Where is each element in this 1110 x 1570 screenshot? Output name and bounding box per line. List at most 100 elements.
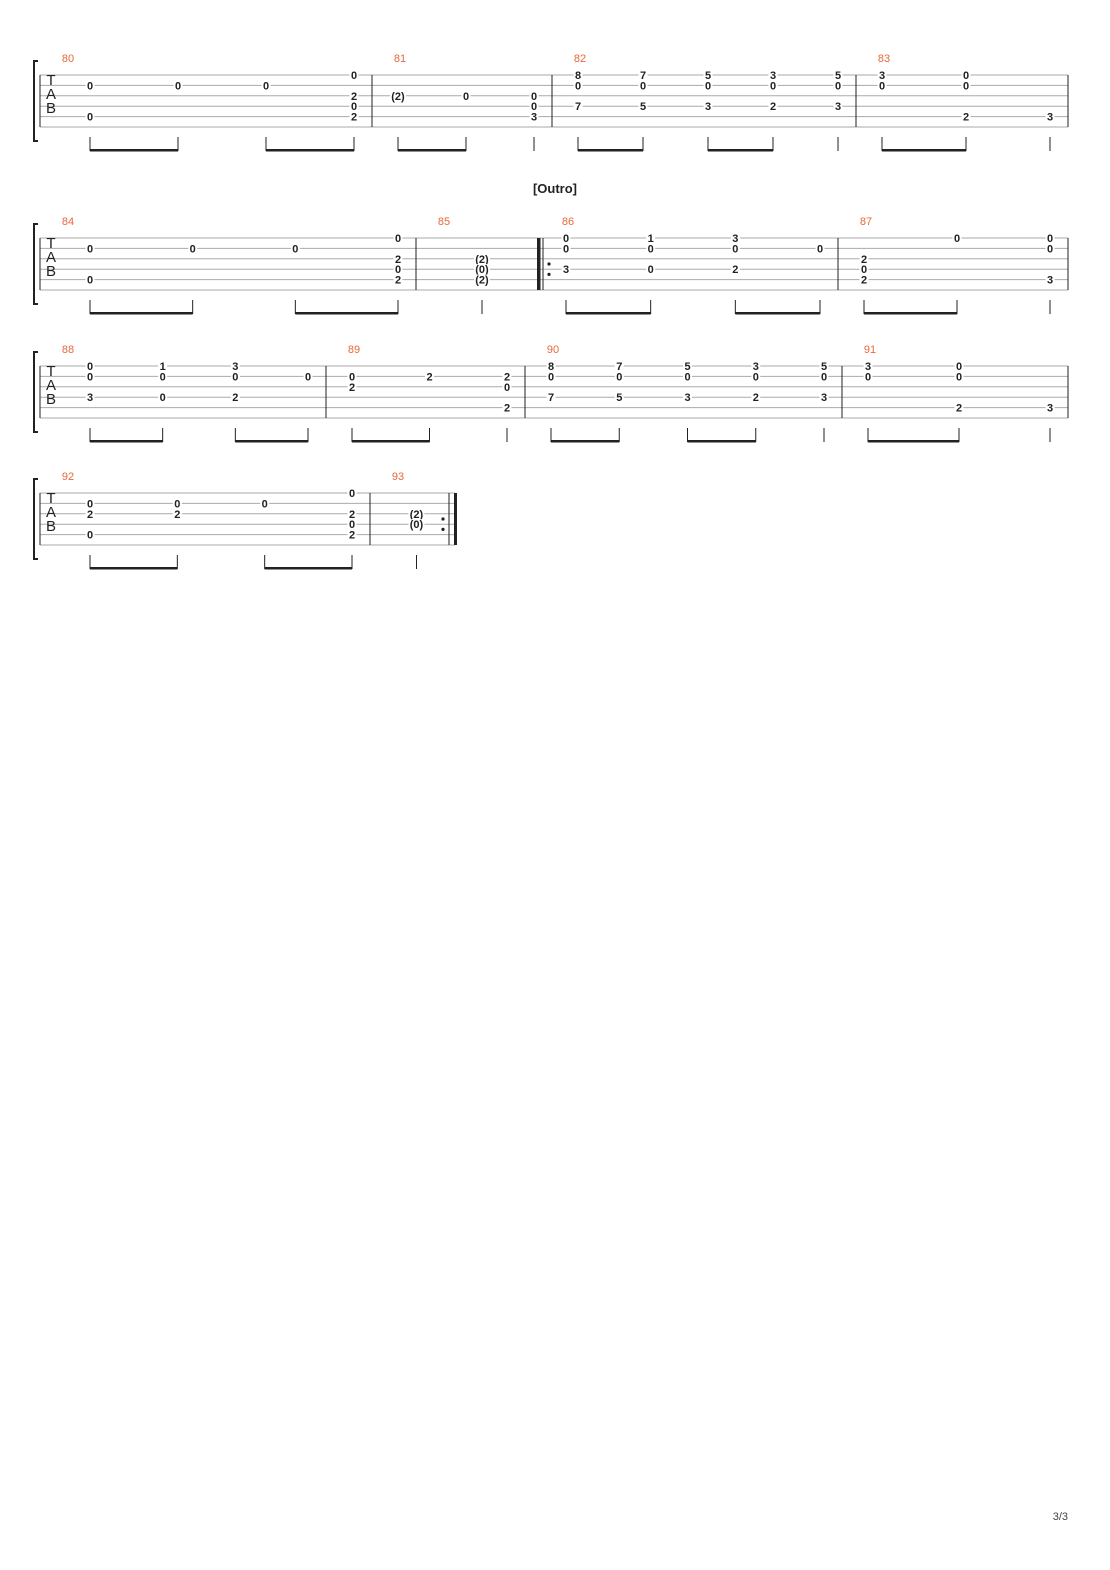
tab-clef-letter: A <box>46 86 56 103</box>
repeat-dot <box>547 272 551 276</box>
fret-number: 0 <box>160 392 166 404</box>
fret-number: 3 <box>1047 403 1053 415</box>
fret-knockout <box>502 371 512 382</box>
fret-knockout <box>573 101 583 112</box>
fret-knockout <box>877 80 887 91</box>
fret-number: (2) <box>475 254 489 266</box>
fret-knockout <box>529 90 539 101</box>
fret-number: (2) <box>391 91 405 103</box>
fret-knockout <box>502 381 512 392</box>
fret-number: 0 <box>575 80 581 92</box>
fret-number: 0 <box>1047 243 1053 255</box>
fret-knockout <box>393 233 403 243</box>
fret-number: 1 <box>648 233 654 245</box>
fret-number: 0 <box>87 371 93 383</box>
fret-number: 0 <box>817 243 823 255</box>
fret-knockout <box>393 274 403 285</box>
fret-knockout <box>859 274 869 285</box>
fret-knockout <box>474 274 490 285</box>
fret-knockout <box>961 70 971 80</box>
fret-number: 0 <box>262 498 268 510</box>
fret-number: 0 <box>1047 233 1053 245</box>
fret-number: 5 <box>616 392 622 404</box>
fret-number: 0 <box>87 112 93 124</box>
fret-number: 2 <box>87 509 93 521</box>
fret-knockout <box>85 361 95 371</box>
repeat-dot <box>441 517 445 521</box>
fret-number: 7 <box>616 361 622 373</box>
fret-number: 2 <box>349 382 355 394</box>
fret-knockout <box>85 498 95 509</box>
fret-knockout <box>1045 274 1055 285</box>
measure-number: 83 <box>878 53 890 65</box>
fret-number: 2 <box>963 112 969 124</box>
system-bracket <box>33 223 38 305</box>
fret-number: 3 <box>879 70 885 82</box>
fret-knockout <box>1045 243 1055 254</box>
fret-number: 3 <box>1047 275 1053 287</box>
tab-clef-letter: A <box>46 249 56 266</box>
fret-knockout <box>85 80 95 91</box>
fret-number: 5 <box>835 70 841 82</box>
fret-number: 0 <box>705 80 711 92</box>
fret-knockout <box>502 402 512 413</box>
fret-number: 2 <box>504 403 510 415</box>
tab-clef-letter: B <box>46 518 56 535</box>
tab-clef-letter: T <box>46 363 55 380</box>
fret-knockout <box>614 371 624 382</box>
fret-number: 3 <box>865 361 871 373</box>
fret-number: (2) <box>410 509 424 521</box>
fret-number: 3 <box>821 392 827 404</box>
tab-clef-letter: B <box>46 100 56 117</box>
beam <box>90 440 163 443</box>
fret-number: 2 <box>861 254 867 266</box>
fret-knockout <box>230 392 240 403</box>
beam <box>398 149 466 152</box>
fret-knockout <box>703 101 713 112</box>
beam <box>708 149 773 152</box>
system-bracket <box>33 478 38 560</box>
fret-knockout <box>390 90 406 101</box>
fret-number: 2 <box>732 264 738 276</box>
fret-number: 0 <box>190 243 196 255</box>
fret-knockout <box>85 392 95 403</box>
measure-number: 93 <box>392 471 404 483</box>
beam <box>90 149 178 152</box>
fret-knockout <box>961 80 971 91</box>
fret-number: 0 <box>349 371 355 383</box>
fret-knockout <box>952 233 962 243</box>
section-label-outro: [Outro] <box>532 181 578 196</box>
fret-knockout <box>1045 233 1055 243</box>
tab-clef-letter: B <box>46 391 56 408</box>
fret-knockout <box>347 508 357 519</box>
page-number: 3/3 <box>1052 1511 1068 1523</box>
fret-number: 0 <box>87 243 93 255</box>
fret-knockout <box>529 101 539 112</box>
fret-number: 0 <box>531 91 537 103</box>
fret-knockout <box>819 361 829 371</box>
fret-number: 0 <box>87 361 93 373</box>
beam <box>295 312 398 315</box>
fret-number: 0 <box>232 371 238 383</box>
fret-knockout <box>474 253 490 264</box>
fret-number: 3 <box>563 264 569 276</box>
fret-knockout <box>172 498 182 509</box>
tab-clef-letter: A <box>46 504 56 521</box>
tab-clef-letter: B <box>46 263 56 280</box>
fret-number: 0 <box>351 70 357 82</box>
repeat-dot <box>441 527 445 532</box>
fret-number: 0 <box>263 80 269 92</box>
fret-knockout <box>85 508 95 519</box>
fret-number: 2 <box>349 509 355 521</box>
fret-knockout <box>751 392 761 403</box>
fret-knockout <box>815 243 825 254</box>
measure-number: 87 <box>860 216 872 228</box>
fret-number: 0 <box>87 80 93 92</box>
fret-knockout <box>158 361 168 371</box>
fret-knockout <box>546 371 556 382</box>
fret-number: 0 <box>963 70 969 82</box>
fret-knockout <box>638 80 648 91</box>
fret-knockout <box>393 264 403 275</box>
fret-number: 0 <box>684 371 690 383</box>
fret-knockout <box>561 243 571 254</box>
